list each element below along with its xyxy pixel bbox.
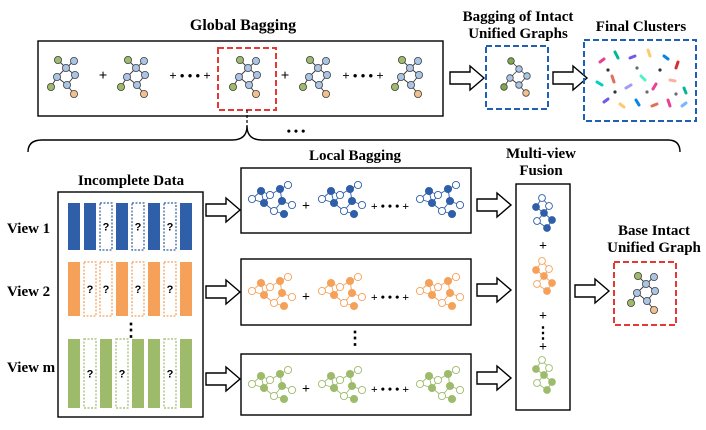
bagging-intact-box xyxy=(485,45,549,110)
view1-missing-mark: ? xyxy=(103,222,110,234)
global-dots-plus-1: + • • • + xyxy=(169,68,210,83)
arrow-to-base-intact xyxy=(574,278,610,304)
base-intact-box xyxy=(613,261,677,326)
fusion-plus-1: + xyxy=(539,239,547,254)
local-view2-dots-plus: + • • • + xyxy=(371,290,409,304)
view2-missing-column xyxy=(131,261,145,317)
top-ellipsis: • • • xyxy=(287,124,306,138)
expand-brace xyxy=(27,125,681,153)
view2-data-column xyxy=(116,262,128,316)
view2-missing-mark: ? xyxy=(87,284,94,296)
local-bagging-viewm-box xyxy=(240,353,472,416)
base-intact-title-2: Unified Graph xyxy=(607,240,701,256)
view1-missing-mark: ? xyxy=(167,222,174,234)
views-ellipsis: ⋮ xyxy=(122,320,140,340)
multiview-title-1: Multi-view xyxy=(506,146,576,162)
viewm-missing-column xyxy=(163,338,177,409)
view2-missing-column xyxy=(163,261,177,317)
viewm-data-column xyxy=(180,339,192,408)
view2-data-column xyxy=(148,262,160,316)
final-clusters-scatter xyxy=(595,48,688,109)
arrow-view2-local xyxy=(205,279,241,305)
viewm-missing-mark: ? xyxy=(87,369,94,381)
fusion-plus-3: + xyxy=(539,340,547,355)
viewm-data-column xyxy=(132,339,144,408)
viewm-label: View m xyxy=(7,360,56,376)
viewm-missing-mark: ? xyxy=(119,369,126,381)
viewm-data-column xyxy=(68,339,80,408)
global-plus-2: + xyxy=(281,68,290,84)
arrow-to-final-clusters xyxy=(552,65,588,91)
local-bagging-view2-box xyxy=(240,258,472,326)
view2-data-column xyxy=(68,262,80,316)
view1-missing-mark: ? xyxy=(135,222,142,234)
fusion-ellipsis: ⋮ xyxy=(535,325,551,342)
view2-missing-column xyxy=(99,261,113,317)
view1-data-column xyxy=(180,203,192,250)
global-plus-1: + xyxy=(99,68,108,84)
viewm-missing-mark: ? xyxy=(167,369,174,381)
viewm-columns: ??? xyxy=(68,338,192,409)
view2-missing-column xyxy=(83,261,97,317)
view2-columns: ???? xyxy=(68,261,192,317)
viewm-data-column xyxy=(100,339,112,408)
final-clusters-box xyxy=(583,39,697,122)
view2-missing-mark: ? xyxy=(103,284,110,296)
viewm-missing-column xyxy=(83,338,97,409)
view1-data-column xyxy=(116,203,128,250)
arrow-view1-local xyxy=(205,197,241,223)
arrow-to-bagging-intact xyxy=(449,65,485,91)
view2-data-column xyxy=(180,262,192,316)
global-bagging-title: Global Bagging xyxy=(190,17,296,34)
view1-data-column xyxy=(148,203,160,250)
local-viewm-dots-plus: + • • • + xyxy=(371,382,409,396)
incomplete-data-title: Incomplete Data xyxy=(78,173,185,189)
base-intact-graph xyxy=(626,271,660,315)
arrow-view1-fusion xyxy=(476,192,512,218)
local-viewm-plus: + xyxy=(302,382,310,397)
bagging-intact-title-1: Bagging of Intact xyxy=(463,9,574,25)
bagging-intact-title-2: Unified Graphs xyxy=(468,26,568,42)
local-ellipsis: ⋮ xyxy=(346,328,364,348)
final-clusters-title: Final Clusters xyxy=(596,19,687,35)
arrow-viewm-local xyxy=(205,366,241,392)
local-view1-dots-plus: + • • • + xyxy=(371,199,409,213)
arrow-view2-fusion xyxy=(476,277,512,303)
view2-label: View 2 xyxy=(7,284,50,300)
view1-missing-column xyxy=(99,202,113,251)
arrow-viewm-fusion xyxy=(476,365,512,391)
local-view2-plus: + xyxy=(302,290,310,305)
local-view1-plus: + xyxy=(302,199,310,214)
viewm-data-column xyxy=(148,339,160,408)
multiview-title-2: Fusion xyxy=(519,163,563,179)
view1-data-column xyxy=(68,203,80,250)
view1-missing-column xyxy=(163,202,177,251)
fusion-plus-2: + xyxy=(539,309,547,324)
bagging-intact-graph xyxy=(500,57,531,97)
view2-missing-mark: ? xyxy=(167,284,174,296)
view2-missing-mark: ? xyxy=(135,284,142,296)
view1-data-column xyxy=(84,203,96,250)
view1-label: View 1 xyxy=(7,221,50,237)
global-dots-plus-2: + • • • + xyxy=(342,68,383,83)
viewm-missing-column xyxy=(115,338,129,409)
incomplete-data-box xyxy=(57,191,204,418)
view1-missing-column xyxy=(131,202,145,251)
base-intact-title-1: Base Intact xyxy=(618,223,690,239)
local-bagging-title: Local Bagging xyxy=(309,148,402,164)
view1-columns: ??? xyxy=(68,202,192,251)
